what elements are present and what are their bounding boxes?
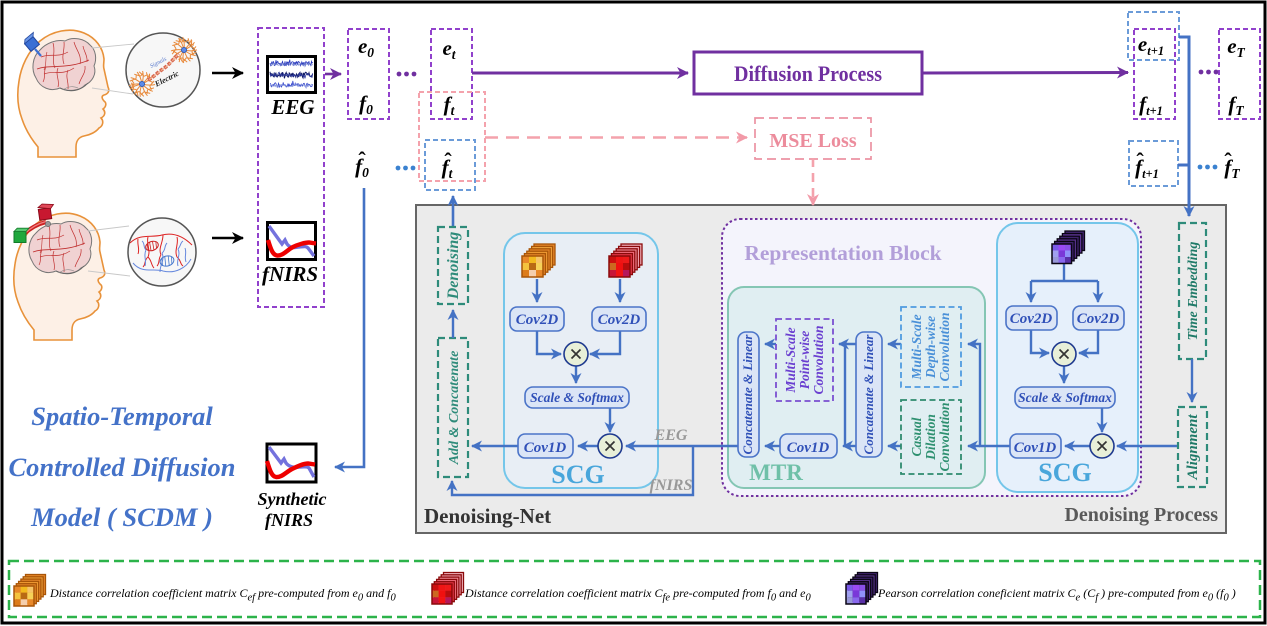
- svg-text:Diffusion Process: Diffusion Process: [734, 61, 882, 86]
- svg-text:Multi-Scale: Multi-Scale: [783, 327, 798, 393]
- svg-text:SCG: SCG: [1038, 458, 1091, 487]
- svg-text:Pearson correlation coneficien: Pearson correlation coneficient matrix C…: [877, 586, 1236, 604]
- svg-text:SCG: SCG: [551, 460, 604, 489]
- svg-text:Point-wise: Point-wise: [797, 331, 812, 390]
- svg-text:Denoising: Denoising: [445, 232, 462, 301]
- svg-text:Denoising Process: Denoising Process: [1064, 504, 1218, 526]
- svg-text:Scale & Softmax: Scale & Softmax: [1018, 390, 1112, 405]
- svg-text:Synthetic: Synthetic: [257, 489, 326, 509]
- svg-text:Concatenate & Linear: Concatenate & Linear: [740, 334, 755, 455]
- svg-text:Model ( SCDM ): Model ( SCDM ): [30, 502, 213, 532]
- svg-text:ˆ: ˆ: [358, 147, 366, 172]
- svg-text:Cov2D: Cov2D: [1077, 311, 1120, 327]
- svg-text:Alignment: Alignment: [1185, 414, 1201, 481]
- svg-text:Denoising-Net: Denoising-Net: [424, 504, 551, 528]
- svg-text:Convolution: Convolution: [811, 325, 826, 394]
- svg-text:Dilation: Dilation: [923, 414, 938, 461]
- svg-text:Controlled Diffusion: Controlled Diffusion: [8, 452, 235, 482]
- svg-text:Representation Block: Representation Block: [744, 241, 941, 265]
- svg-text:Cov2D: Cov2D: [516, 312, 559, 328]
- svg-text:ˆ: ˆ: [1224, 148, 1232, 173]
- svg-text:Cov2D: Cov2D: [1010, 311, 1053, 327]
- svg-text:fNIRS: fNIRS: [262, 262, 318, 286]
- svg-text:fNIRS: fNIRS: [650, 477, 693, 494]
- svg-text:Spatio-Temporal: Spatio-Temporal: [31, 401, 213, 431]
- svg-text:Distance correlation coefficie: Distance correlation coefficient matrix …: [49, 586, 396, 604]
- svg-text:ˆ: ˆ: [1136, 148, 1144, 173]
- svg-text:Distance correlation coeffici: Distance correlation coefficient matrix …: [464, 586, 811, 604]
- svg-text:Concatenate & Linear: Concatenate & Linear: [861, 334, 876, 455]
- svg-text:Cov2D: Cov2D: [598, 312, 641, 328]
- svg-text:Time Embedding: Time Embedding: [1186, 242, 1201, 341]
- svg-text:Casual: Casual: [909, 417, 924, 456]
- svg-text:Convolution: Convolution: [937, 312, 952, 381]
- svg-text:Convolution: Convolution: [937, 402, 952, 471]
- svg-text:Multi-Scale: Multi-Scale: [909, 314, 924, 380]
- svg-text:EEG: EEG: [654, 427, 688, 444]
- svg-text:fNIRS: fNIRS: [265, 510, 313, 530]
- svg-text:Cov1D: Cov1D: [1014, 440, 1057, 456]
- svg-text:Scale & Softmax: Scale & Softmax: [530, 390, 624, 405]
- svg-text:EEG: EEG: [270, 95, 314, 119]
- svg-text:ˆ: ˆ: [444, 148, 452, 173]
- svg-text:Cov1D: Cov1D: [787, 440, 830, 456]
- svg-text:MSE Loss: MSE Loss: [769, 130, 856, 152]
- svg-text:Add & Concatenate: Add & Concatenate: [447, 351, 462, 466]
- svg-text:MTR: MTR: [749, 460, 803, 485]
- svg-text:Depth-wise: Depth-wise: [923, 316, 938, 379]
- svg-text:Cov1D: Cov1D: [524, 440, 567, 456]
